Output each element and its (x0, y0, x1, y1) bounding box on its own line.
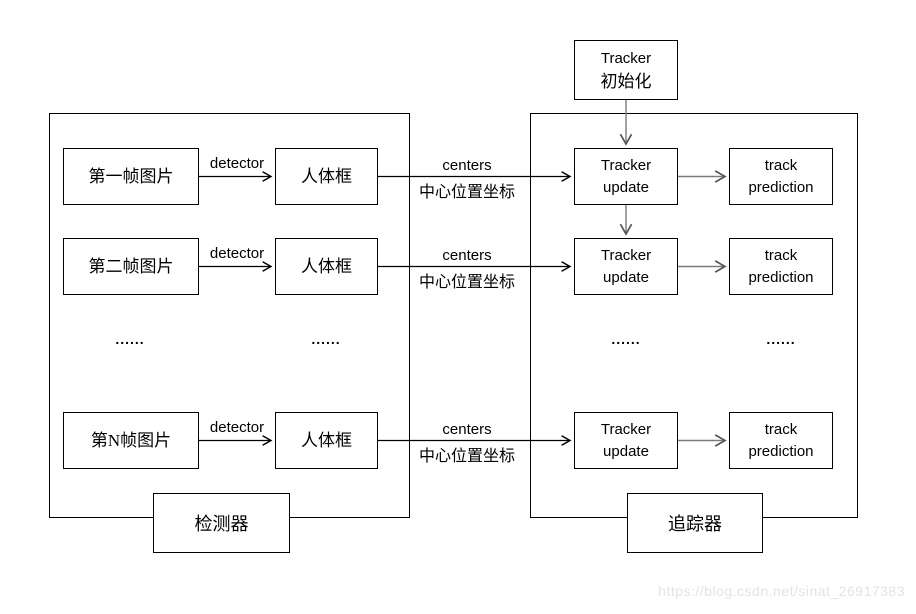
detector-arrow-label-row1: detector (209, 155, 265, 172)
frame-box-row2: 第二帧图片 (63, 238, 199, 295)
tracker-update-box-row1: Tracker update (574, 148, 678, 205)
body-label-row2: 人体框 (301, 256, 352, 276)
pred-line2-row2: prediction (748, 268, 814, 286)
tracker-container-label-box: 追踪器 (627, 493, 763, 553)
tracker-init-line2: 初始化 (600, 72, 652, 91)
track-prediction-box-row2: track prediction (729, 238, 833, 295)
update-line1-row2: Tracker (600, 246, 652, 264)
update-line2-row1: update (603, 178, 649, 196)
center-coords-label-rowN: 中心位置坐标 (418, 448, 515, 465)
centers-label-row1: centers (442, 157, 492, 174)
frame-label-row2: 第二帧图片 (88, 256, 174, 276)
pred-line2-rowN: prediction (748, 442, 814, 460)
body-box-row2: 人体框 (275, 238, 378, 295)
frame-box-rowN: 第N帧图片 (63, 412, 199, 469)
detector-arrow-label-row2: detector (209, 245, 265, 262)
detector-arrow-label-rowN: detector (209, 419, 265, 436)
update-line2-row2: update (603, 268, 649, 286)
tracker-update-box-row2: Tracker update (574, 238, 678, 295)
center-coords-label-row1: 中心位置坐标 (418, 184, 515, 201)
frame-label-rowN: 第N帧图片 (90, 430, 172, 450)
tracker-update-box-rowN: Tracker update (574, 412, 678, 469)
update-line2-rowN: update (603, 442, 649, 460)
detector-container-label-box: 检测器 (153, 493, 290, 553)
pred-line1-rowN: track (764, 420, 798, 438)
body-box-rowN: 人体框 (275, 412, 378, 469)
csdn-watermark: https://blog.csdn.net/sinat_26917383 (658, 583, 905, 599)
update-line1-row1: Tracker (600, 156, 652, 174)
bodies-ellipsis: ...... (311, 331, 341, 347)
preds-ellipsis: ...... (766, 331, 796, 347)
detector-container-label: 检测器 (194, 514, 249, 534)
update-line1-rowN: Tracker (600, 420, 652, 438)
updates-ellipsis: ...... (611, 331, 641, 347)
pred-line1-row2: track (764, 246, 798, 264)
track-prediction-box-rowN: track prediction (729, 412, 833, 469)
track-prediction-box-row1: track prediction (729, 148, 833, 205)
pred-line1-row1: track (764, 156, 798, 174)
tracker-init-box: Tracker 初始化 (574, 40, 678, 100)
tracker-init-line1: Tracker (600, 50, 652, 67)
pred-line2-row1: prediction (748, 178, 814, 196)
body-label-rowN: 人体框 (301, 430, 352, 450)
center-coords-label-row2: 中心位置坐标 (418, 274, 515, 291)
frame-label-row1: 第一帧图片 (88, 166, 174, 186)
body-box-row1: 人体框 (275, 148, 378, 205)
body-label-row1: 人体框 (301, 166, 352, 186)
centers-label-rowN: centers (442, 421, 492, 438)
frame-box-row1: 第一帧图片 (63, 148, 199, 205)
tracker-container-label: 追踪器 (668, 514, 722, 534)
centers-label-row2: centers (442, 247, 492, 264)
frames-ellipsis: ...... (115, 331, 145, 347)
